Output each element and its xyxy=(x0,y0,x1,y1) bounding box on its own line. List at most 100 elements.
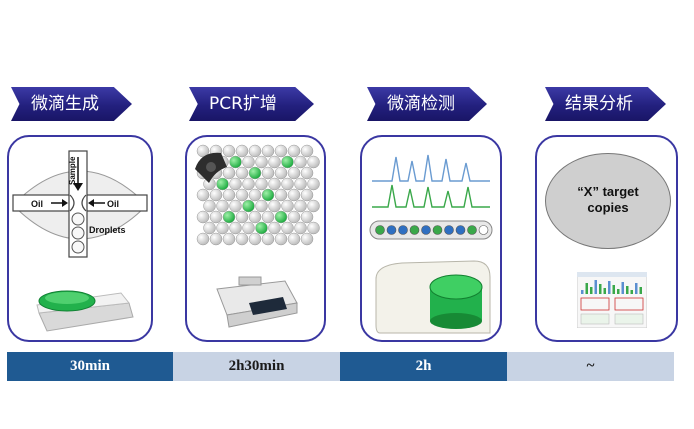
droplet xyxy=(229,221,242,235)
mini-bar xyxy=(585,283,588,294)
droplet xyxy=(274,232,288,246)
droplet-field xyxy=(196,144,320,246)
droplet xyxy=(209,188,223,202)
droplet xyxy=(222,232,236,246)
mini-bar xyxy=(603,288,606,294)
droplet xyxy=(209,232,223,246)
droplet xyxy=(235,188,249,202)
droplet-generation-illustration: Sample Oil Oil Droplets xyxy=(12,150,148,332)
droplet xyxy=(281,155,294,169)
oil-left-label: Oil xyxy=(31,199,43,209)
droplet xyxy=(242,199,255,213)
detected-droplet xyxy=(375,225,385,235)
panel-droplet-detection xyxy=(360,135,502,342)
mini-bar xyxy=(612,285,615,294)
oil-right-label: Oil xyxy=(107,199,119,209)
detected-droplet xyxy=(432,225,443,235)
detected-droplet xyxy=(478,225,489,235)
time-cell-droplet-detection: 2h xyxy=(340,352,507,381)
step-label: PCR扩增 xyxy=(209,94,277,114)
droplet xyxy=(300,144,314,158)
detected-droplet xyxy=(398,225,408,235)
droplet xyxy=(294,221,307,235)
detected-droplet xyxy=(421,225,431,235)
droplet xyxy=(261,188,275,202)
droplet xyxy=(294,199,307,213)
droplet xyxy=(248,188,262,202)
droplet xyxy=(255,177,268,191)
analysis-software-screenshot xyxy=(577,272,647,328)
droplet xyxy=(209,210,223,224)
droplet xyxy=(242,155,255,169)
mini-bar xyxy=(581,290,584,294)
droplet xyxy=(248,144,262,158)
droplet xyxy=(287,144,301,158)
droplet xyxy=(242,221,255,235)
droplet xyxy=(300,210,314,224)
detected-droplet xyxy=(455,225,466,235)
result-circle: “X” target copies xyxy=(545,153,671,249)
droplet xyxy=(268,155,281,169)
mini-bar xyxy=(639,287,642,294)
mini-bar xyxy=(635,283,638,294)
droplet xyxy=(255,155,268,169)
droplet xyxy=(261,144,275,158)
droplet xyxy=(294,177,307,191)
step-label: 结果分析 xyxy=(565,94,633,114)
panel-result-analysis: “X” target copies xyxy=(535,135,678,342)
droplet xyxy=(287,210,301,224)
time-value: 30min xyxy=(69,358,110,374)
droplets-label: Droplets xyxy=(89,225,126,235)
droplet xyxy=(255,199,268,213)
droplet xyxy=(300,166,314,180)
mini-histogram xyxy=(581,280,642,294)
time-cell-droplet-generation: 30min xyxy=(7,352,173,381)
step-label: 微滴生成 xyxy=(31,94,99,114)
droplet xyxy=(300,232,314,246)
droplet xyxy=(222,144,236,158)
mini-bar xyxy=(594,280,597,294)
detected-droplet xyxy=(444,225,454,235)
droplet xyxy=(216,199,229,213)
droplet xyxy=(235,166,249,180)
droplet xyxy=(307,199,320,213)
droplet xyxy=(287,166,301,180)
droplet-generator-device xyxy=(36,290,134,332)
droplet xyxy=(196,232,210,246)
droplet xyxy=(261,232,275,246)
droplet xyxy=(203,221,216,235)
time-cell-result-analysis: ~ xyxy=(507,352,674,381)
time-cell-pcr: 2h30min xyxy=(173,352,340,381)
time-value: 2h xyxy=(415,358,432,374)
droplet xyxy=(216,221,229,235)
droplet-reader-device xyxy=(375,260,491,334)
detected-droplet xyxy=(467,225,477,235)
droplet xyxy=(222,188,236,202)
detected-droplet xyxy=(386,225,397,235)
droplet xyxy=(281,199,294,213)
mini-bar xyxy=(630,290,633,294)
mini-bar xyxy=(626,286,629,294)
droplet xyxy=(235,232,249,246)
time-value: ~ xyxy=(586,358,595,374)
droplet xyxy=(248,210,262,224)
step-banner-result-analysis: 结果分析 xyxy=(545,87,666,121)
droplet xyxy=(307,177,320,191)
step-label: 微滴检测 xyxy=(387,94,455,114)
thermal-cycler-device xyxy=(216,276,298,328)
droplet xyxy=(294,155,307,169)
droplet xyxy=(281,177,294,191)
droplet xyxy=(248,166,262,180)
step-banner-pcr: PCR扩增 xyxy=(189,87,314,121)
droplet xyxy=(300,188,314,202)
step-banner-droplet-generation: 微滴生成 xyxy=(11,87,132,121)
droplet xyxy=(196,188,210,202)
droplet xyxy=(229,177,242,191)
mini-bar xyxy=(617,289,620,294)
droplet xyxy=(203,199,216,213)
panel-pcr-amplification xyxy=(185,135,326,342)
droplet xyxy=(242,177,255,191)
detected-droplet-row xyxy=(375,225,489,235)
droplet xyxy=(261,166,275,180)
droplet xyxy=(268,221,281,235)
